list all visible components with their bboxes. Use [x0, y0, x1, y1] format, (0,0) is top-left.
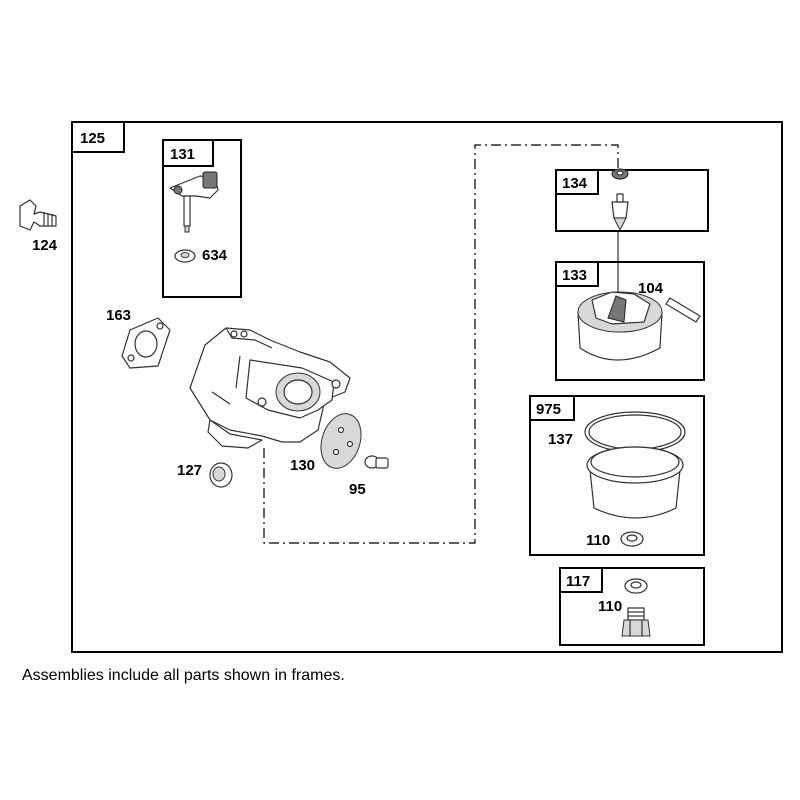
frame-125-label: 125 [80, 130, 105, 147]
frame-117: 117 [559, 567, 705, 646]
pin-104-part [665, 297, 701, 323]
label-110-b: 110 [598, 598, 622, 615]
label-137: 137 [548, 431, 573, 448]
fitting-124-part [19, 199, 57, 231]
label-163: 163 [106, 307, 131, 324]
bowl-nut-117-part [621, 607, 651, 637]
frame-975-label: 975 [536, 401, 561, 418]
needle-134-part [611, 193, 629, 232]
plug-127-part [209, 462, 233, 488]
label-104: 104 [638, 280, 664, 297]
connector-line [263, 144, 619, 544]
diaphragm-130-part [320, 413, 362, 469]
float-needle-part [169, 171, 219, 233]
label-110-a: 110 [586, 532, 610, 549]
seat-134-part [611, 168, 629, 180]
frame-125: 125 [71, 121, 783, 653]
frame-134-label: 134 [562, 175, 588, 192]
label-95: 95 [349, 481, 366, 498]
washer-634-part [174, 249, 196, 263]
label-127: 127 [177, 462, 202, 479]
carburetor-body-part [189, 327, 351, 449]
label-634: 634 [202, 247, 228, 264]
frame-131: 131 634 [162, 139, 242, 298]
label-124: 124 [32, 237, 58, 254]
footnote: Assemblies include all parts shown in fr… [22, 667, 345, 684]
frame-134: 134 [555, 169, 709, 232]
frame-133-label: 133 [562, 267, 587, 284]
washer-110-b-part [624, 578, 648, 594]
o-ring-137-part [584, 411, 686, 453]
frame-117-label: 117 [566, 573, 590, 590]
float-bowl-part [586, 446, 684, 519]
washer-110-a-part [620, 531, 644, 547]
frame-975: 975 [529, 395, 705, 556]
float-133-part [577, 291, 663, 361]
frame-131-label: 131 [170, 146, 195, 163]
screw-95-part [364, 455, 389, 469]
frame-133: 133 [555, 261, 705, 381]
gasket-163-part [121, 317, 171, 369]
label-130: 130 [290, 457, 315, 474]
